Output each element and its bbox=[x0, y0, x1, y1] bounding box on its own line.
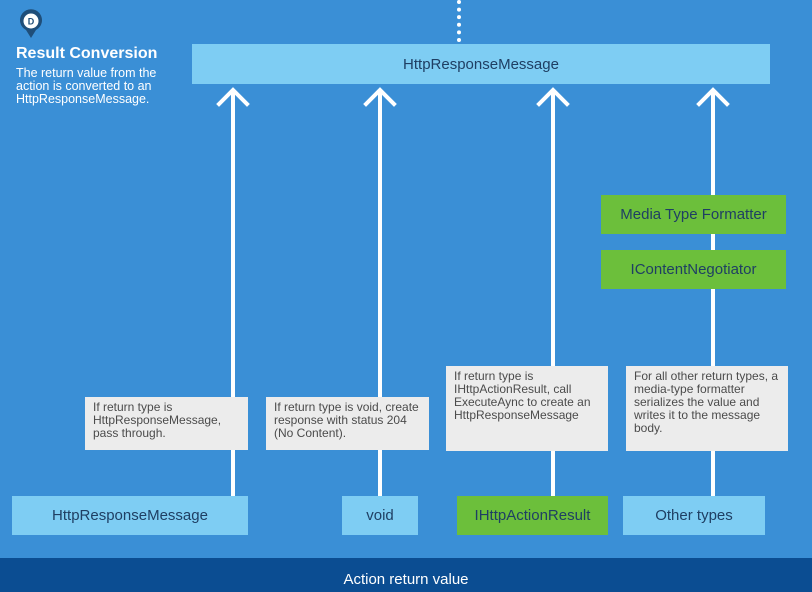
return-type-http-action-result: IHttpActionResult bbox=[457, 496, 608, 535]
content-negotiator-box: IContentNegotiator bbox=[601, 250, 786, 289]
return-type-http-response-message: HttpResponseMessage bbox=[12, 496, 248, 535]
note-void: If return type is void, create response … bbox=[266, 397, 429, 450]
note-action-result: If return type is IHttpActionResult, cal… bbox=[446, 366, 608, 451]
section-description: The return value from the action is conv… bbox=[16, 66, 157, 106]
footer-bar: Action return value bbox=[0, 558, 812, 592]
return-type-void: void bbox=[342, 496, 418, 535]
arrow-other-types-head bbox=[696, 87, 730, 107]
badge-letter: D bbox=[28, 17, 35, 27]
arrow-action-result-head bbox=[536, 87, 570, 107]
note-other-types: For all other return types, a media-type… bbox=[626, 366, 788, 451]
return-type-other-types: Other types bbox=[623, 496, 765, 535]
pipeline-connector-dots bbox=[457, 0, 465, 42]
media-type-formatter-box: Media Type Formatter bbox=[601, 195, 786, 234]
section-title: Result Conversion bbox=[16, 45, 158, 62]
map-pin-icon: D bbox=[20, 9, 42, 39]
http-response-message-box: HttpResponseMessage bbox=[192, 44, 770, 84]
arrow-pass-through-head bbox=[216, 87, 250, 107]
arrow-void-head bbox=[363, 87, 397, 107]
note-pass-through: If return type is HttpResponseMessage, p… bbox=[85, 397, 248, 450]
footer-label: Action return value bbox=[343, 571, 469, 588]
